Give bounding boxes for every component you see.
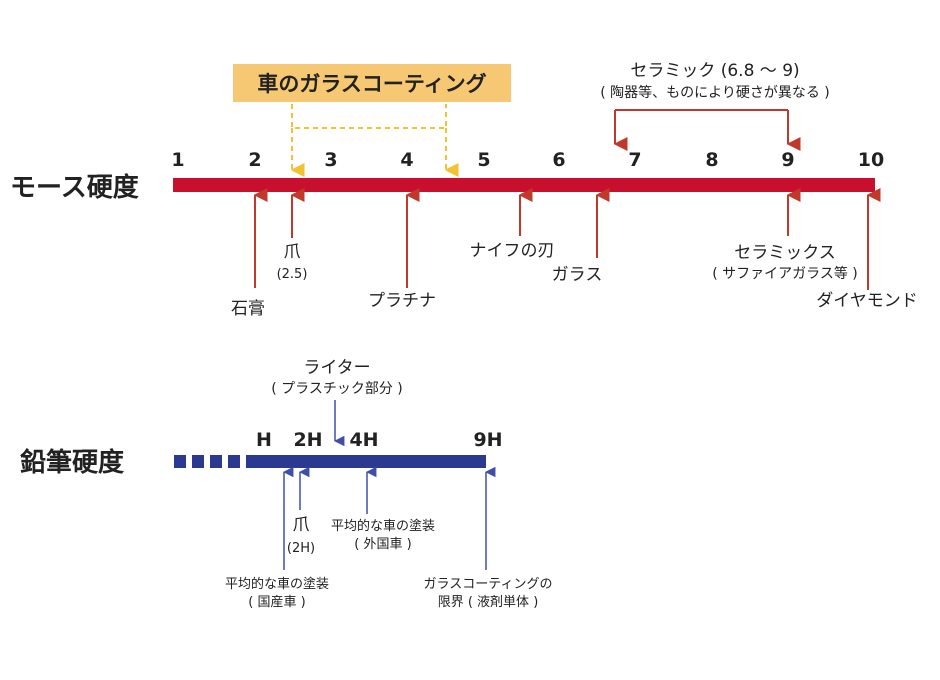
mohs-tick-1: 1 — [171, 149, 184, 171]
lighter-label: ライター — [303, 358, 370, 378]
nail-label: 爪 — [284, 242, 301, 262]
glass-label: ガラス — [552, 265, 603, 285]
coating-limit-sub-label: 限界 ( 液剤単体 ) — [438, 594, 539, 610]
mohs-tick-8: 8 — [705, 149, 718, 171]
pencil-nail-value-label: (2H) — [287, 541, 315, 556]
pencil-title: 鉛筆硬度 — [20, 447, 124, 478]
mohs-tick-10: 10 — [858, 149, 884, 171]
foreign-paint-label: 平均的な車の塗装 — [331, 518, 435, 534]
ceramics-label: セラミックス — [734, 243, 836, 263]
pencil-scale-bar — [246, 455, 486, 468]
pencil-tick-9h: 9H — [473, 429, 502, 451]
domestic-paint-label: 平均的な車の塗装 — [225, 576, 329, 592]
mohs-tick-2: 2 — [248, 149, 261, 171]
foreign-paint-sub-label: ( 外国車 ) — [354, 537, 411, 552]
mohs-tick-4: 4 — [400, 149, 413, 171]
pencil-bar-dash-4 — [228, 455, 240, 468]
mohs-tick-5: 5 — [477, 149, 490, 171]
pencil-nail-label: 爪 — [293, 515, 310, 535]
pencil-bar-dash-3 — [210, 455, 222, 468]
pencil-tick-4h: 4H — [349, 429, 378, 451]
mohs-tick-6: 6 — [552, 149, 565, 171]
pencil-tick-2h: 2H — [293, 429, 322, 451]
glass-coating-range-bracket — [291, 104, 447, 129]
lighter-sub-label: ( プラスチック部分 ) — [271, 381, 403, 397]
mohs-scale-bar — [173, 178, 875, 192]
domestic-paint-sub-label: ( 国産車 ) — [248, 594, 305, 610]
glass-coating-highlight-box — [233, 64, 511, 102]
ceramic-range-label: セラミック (6.8 ～ 9) — [630, 61, 799, 81]
knife-label: ナイフの刃 — [470, 241, 555, 261]
nail-value-label: (2.5) — [277, 267, 308, 282]
gypsum-label: 石膏 — [231, 298, 265, 319]
mohs-tick-3: 3 — [324, 149, 337, 171]
pencil-bar-dash-2 — [192, 455, 204, 468]
ceramics-sub-label: ( サファイアガラス等 ) — [712, 265, 858, 282]
platinum-label: プラチナ — [368, 291, 436, 311]
diamond-label: ダイヤモンド — [816, 291, 918, 311]
coating-limit-label: ガラスコーティングの — [424, 577, 553, 592]
pencil-bar-dash-1 — [174, 455, 186, 468]
ceramic-range-note: ( 陶器等、ものにより硬さが異なる ) — [600, 84, 830, 101]
mohs-tick-9: 9 — [781, 149, 794, 171]
mohs-title: モース硬度 — [10, 172, 139, 203]
pencil-tick-h: H — [256, 429, 272, 451]
glass-coating-highlight-label: 車のガラスコーティング — [257, 72, 486, 96]
mohs-tick-7: 7 — [628, 149, 641, 171]
